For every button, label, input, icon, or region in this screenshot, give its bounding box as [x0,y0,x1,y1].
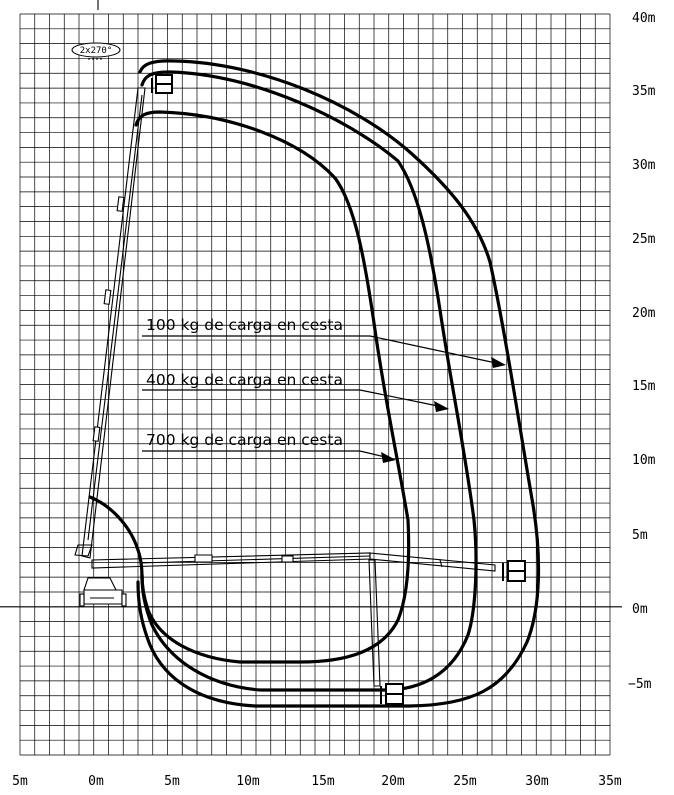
grid [0,13,622,756]
arrowhead-700kg [381,452,396,463]
envelope-inner-reach [88,495,144,582]
x-tick-label: 20m [381,774,405,789]
x-tick-label: 30m [525,774,549,789]
x-tick-label: 0m [88,774,104,789]
basket-icon [380,683,404,705]
truck-chassis-icon [79,577,127,607]
working-envelopes [88,59,541,708]
x-tick-label: 10m [236,774,260,789]
y-tick-label: 15m [632,379,656,394]
arrowhead-100kg [491,357,506,368]
label-700kg: 700 kg de carga en cesta [146,431,343,449]
callout-arrow-100kg [369,335,497,364]
boom-horizontal [91,552,496,572]
y-tick-label: 20m [632,306,656,321]
y-tick-label: 25m [632,232,656,247]
arrowhead-400kg [434,401,449,412]
callouts: 100 kg de carga en cesta 400 kg de carga… [142,316,506,463]
x-tick-label: 5m [164,774,180,789]
y-tick-label: 30m [632,158,656,173]
rotation-icon: 2x270° [71,42,121,60]
y-tick-label: −5m [628,677,652,692]
y-tick-label: 35m [632,84,656,99]
x-tick-label: 25m [453,774,477,789]
x-tick-label: 5m [12,774,28,789]
envelope-700kg [134,110,411,664]
boom-jib-down [368,559,381,687]
x-tick-label: 15m [311,774,335,789]
label-400kg: 400 kg de carga en cesta [146,371,343,389]
basket-icon [151,74,173,94]
x-axis-ticks: 5m 0m 5m 10m 15m 20m 25m 30m 35m [12,774,622,789]
rotation-badge-text: 2x270° [80,46,113,56]
envelope-400kg [140,70,478,692]
label-100kg: 100 kg de carga en cesta [146,316,343,334]
y-tick-label: 10m [632,453,656,468]
basket-icon [502,560,526,582]
boom-vertical [74,0,146,559]
envelope-100kg [136,59,541,708]
y-tick-label: 0m [632,602,648,617]
y-axis-ticks: 40m 35m 30m 25m 20m 15m 10m 5m 0m −5m [628,11,656,692]
callout-arrow-700kg [359,450,386,458]
y-tick-label: 5m [632,528,648,543]
y-tick-label: 40m [632,11,656,26]
x-tick-label: 35m [598,774,622,789]
callout-arrow-400kg [359,389,439,407]
